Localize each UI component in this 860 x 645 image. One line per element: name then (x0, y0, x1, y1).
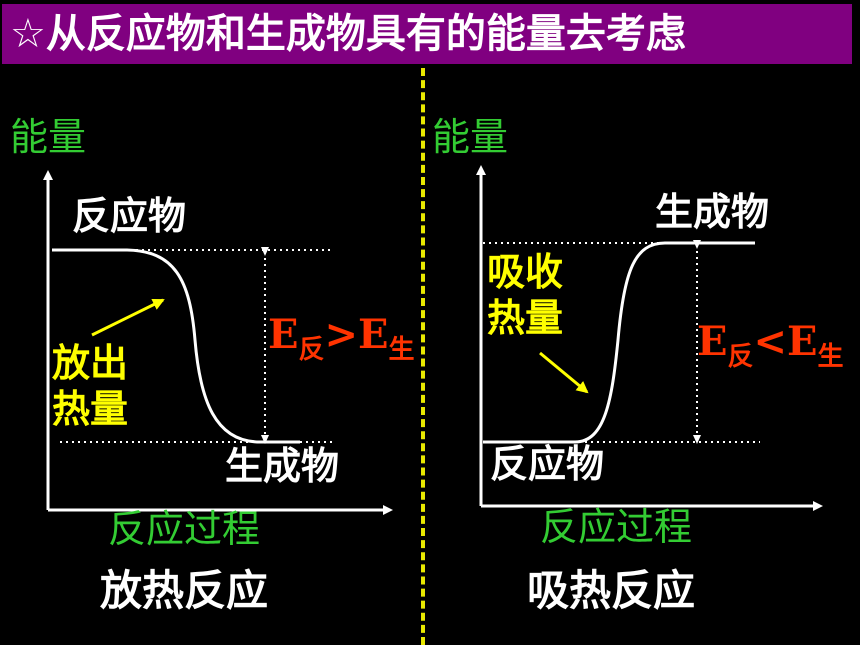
left-energy-relation: E反>E生 (268, 311, 415, 365)
right-note-line1: 吸收 (487, 250, 564, 294)
slide-title: ☆从反应物和生成物具有的能量去考虑 (10, 11, 686, 57)
left-bottom-label: 生成物 (225, 444, 340, 488)
left-note-arrow (91, 298, 165, 337)
left-x-axis-label: 反应过程 (108, 507, 261, 551)
right-caption: 吸热反应 (527, 566, 696, 615)
right-y-axis-label: 能量 (432, 115, 509, 159)
title-bar: ☆从反应物和生成物具有的能量去考虑 (2, 4, 852, 64)
left-top-label: 反应物 (72, 194, 187, 238)
left-diagram (43, 170, 393, 515)
center-divider (421, 68, 425, 645)
left-y-axis-label: 能量 (10, 115, 87, 159)
left-note-line1: 放出 (52, 341, 129, 385)
right-bottom-label: 反应物 (490, 442, 605, 486)
right-note-line2: 热量 (487, 296, 564, 340)
right-note-arrow (539, 351, 589, 394)
left-energy-curve (52, 248, 300, 444)
right-diagram (476, 165, 823, 511)
left-note-line2: 热量 (52, 387, 129, 431)
right-energy-curve (483, 241, 755, 444)
right-top-label: 生成物 (655, 190, 770, 234)
right-x-axis-label: 反应过程 (540, 505, 693, 549)
left-caption: 放热反应 (100, 566, 269, 615)
right-energy-relation: E反<E生 (697, 318, 844, 372)
